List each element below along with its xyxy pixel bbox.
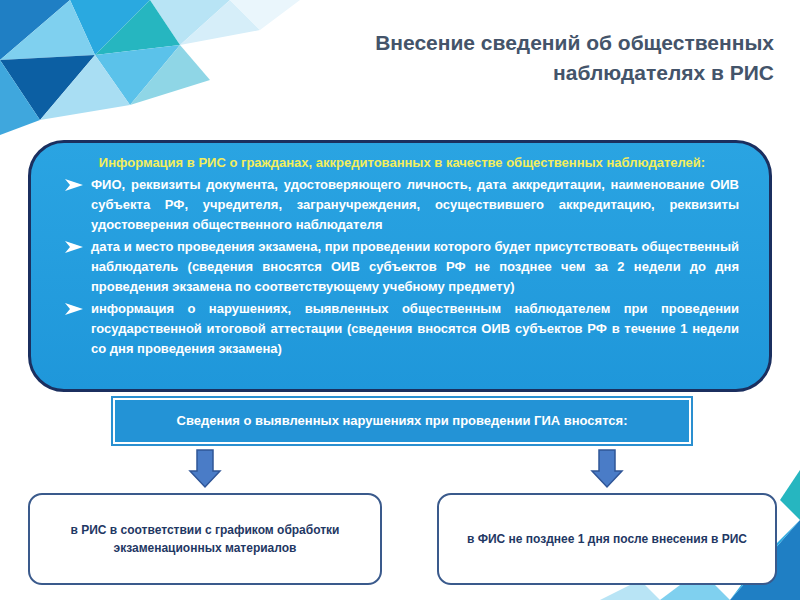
decor-triangle (230, 0, 300, 30)
arrow-shape (592, 450, 622, 487)
arrow-shape (190, 450, 220, 487)
bullet-item: ФИО, реквизиты документа, удостоверяющег… (65, 175, 739, 235)
text: дата и место проведения экзамена, при пр… (91, 239, 739, 294)
decor-triangle (130, 45, 210, 105)
down-arrow (190, 450, 220, 487)
bullet-arrow-shape (65, 179, 83, 191)
bullet-arrow-shape (65, 303, 83, 315)
text: Информация в РИС о гражданах, аккредитов… (99, 155, 705, 170)
text: Сведения о выявленных нарушениях при про… (177, 413, 628, 428)
decor-triangle (780, 470, 800, 520)
bullet-arrow (65, 303, 83, 315)
down-arrow (592, 450, 622, 487)
decor-triangle (40, 55, 130, 120)
info-panel: Информация в РИС о гражданах, аккредитов… (28, 140, 772, 392)
box-text: в ФИС не позднее 1 дня после внесения в … (467, 530, 747, 548)
header-band: Сведения о выявленных нарушениях при про… (113, 398, 691, 444)
text: ФИО, реквизиты документа, удостоверяющег… (91, 177, 739, 232)
slide-title: Внесение сведений об общественных наблюд… (374, 28, 774, 88)
bullet-arrow (65, 241, 83, 253)
decor-triangle (0, 0, 95, 60)
band-text: Сведения о выявленных нарушениях при про… (177, 412, 628, 430)
result-box: в ФИС не позднее 1 дня после внесения в … (437, 493, 777, 585)
bullet-arrow (65, 179, 83, 191)
decor-triangle (0, 60, 40, 135)
text: в РИС в соответствии с графиком обработк… (71, 523, 340, 555)
text: информация о нарушениях, выявленных обще… (91, 301, 739, 356)
bullet-item: информация о нарушениях, выявленных обще… (65, 299, 739, 359)
box-text: в РИС в соответствии с графиком обработк… (48, 521, 362, 557)
bullet-arrow-shape (65, 241, 83, 253)
text: в ФИС не позднее 1 дня после внесения в … (467, 532, 747, 546)
panel-heading: Информация в РИС о гражданах, аккредитов… (65, 153, 739, 173)
result-box: в РИС в соответствии с графиком обработк… (28, 493, 382, 585)
bullet-item: дата и место проведения экзамена, при пр… (65, 237, 739, 297)
